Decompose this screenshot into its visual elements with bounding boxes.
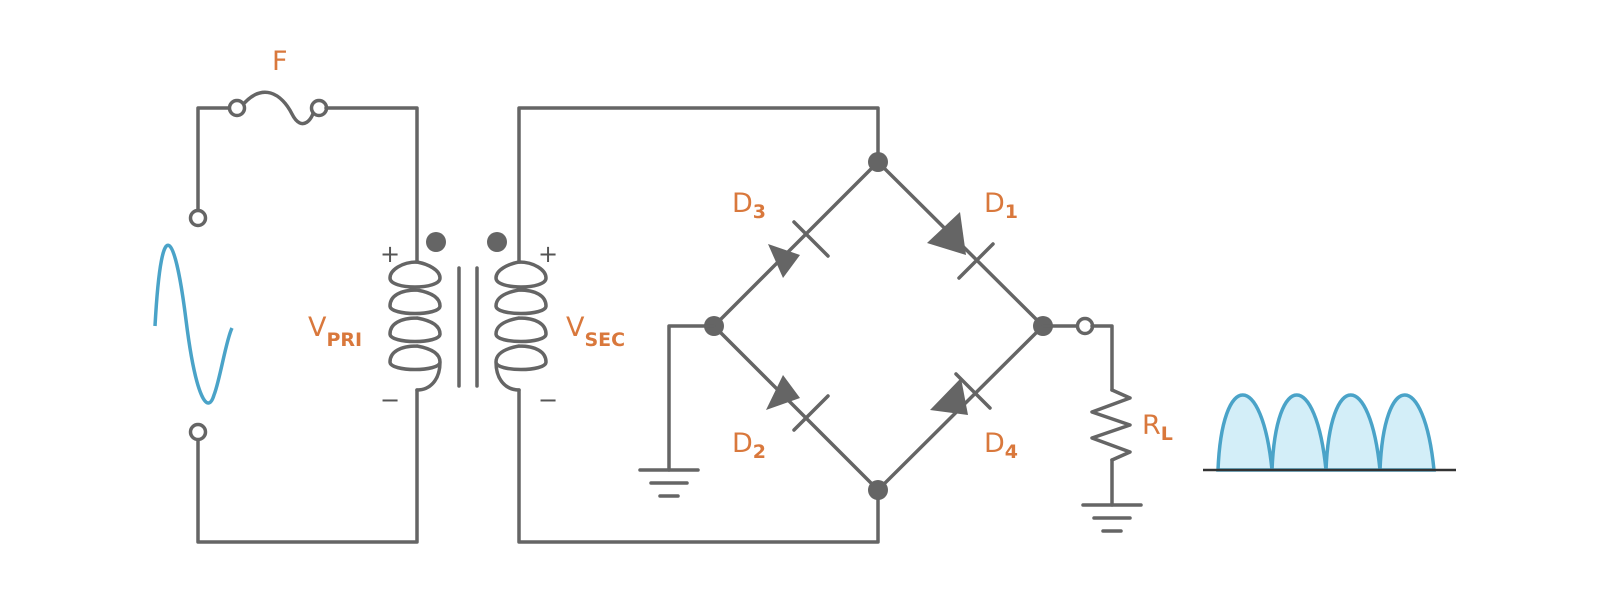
load-resistor: [1090, 388, 1132, 462]
load-wire-top: [1090, 324, 1114, 392]
secondary-circuit: [517, 106, 1143, 544]
source-terminal-bottom: [188, 422, 208, 442]
d3-label: D3: [732, 188, 766, 223]
secondary-dot-marker: [487, 232, 507, 252]
fuse-label: F: [272, 46, 288, 77]
primary-minus-sign: −: [380, 386, 400, 414]
diode-d2-symbol: [766, 375, 800, 410]
secondary-minus-sign: −: [538, 386, 558, 414]
transformer: [388, 232, 548, 392]
bridge-upper-left-wire: [712, 160, 880, 328]
d1-label: D1: [984, 188, 1018, 223]
primary-dot-marker: [426, 232, 446, 252]
vsec-label: VSEC: [566, 312, 625, 351]
primary-bottom-wire: [196, 388, 419, 544]
secondary-plus-sign: +: [538, 240, 558, 268]
secondary-coil: [494, 260, 548, 392]
bridge-node-top: [868, 152, 888, 172]
diode-d4-symbol: [930, 378, 968, 415]
ac-sine-icon: [153, 243, 234, 405]
diode-d4-bar: [954, 372, 992, 410]
diode-d3-bar: [792, 220, 830, 258]
primary-coil: [388, 260, 442, 392]
bridge-lower-left-wire: [712, 324, 880, 492]
primary-top-right-wire: [324, 106, 419, 264]
vpri-label: VPRI: [308, 312, 362, 351]
rectified-waveform-icon: [1203, 393, 1456, 472]
primary-top-left-wire: [196, 106, 236, 215]
primary-plus-sign: +: [380, 240, 400, 268]
d4-label: D4: [984, 428, 1018, 463]
secondary-top-wire: [517, 106, 880, 264]
fuse-symbol: [238, 90, 316, 126]
rectified-waveform-fill: [1216, 393, 1436, 472]
source-terminal-top: [188, 208, 208, 228]
diode-d3-symbol: [768, 244, 800, 278]
fuse-terminal-left: [227, 98, 247, 118]
diode-d1-bar: [957, 242, 995, 280]
bridge-node-bottom: [868, 480, 888, 500]
diode-d1-symbol: [927, 212, 966, 255]
primary-circuit: [153, 90, 419, 544]
d2-label: D2: [732, 428, 766, 463]
diode-d2-bar: [792, 394, 830, 432]
rl-label: RL: [1142, 410, 1173, 445]
secondary-bottom-wire: [517, 388, 880, 544]
left-ground-wire: [667, 324, 716, 472]
